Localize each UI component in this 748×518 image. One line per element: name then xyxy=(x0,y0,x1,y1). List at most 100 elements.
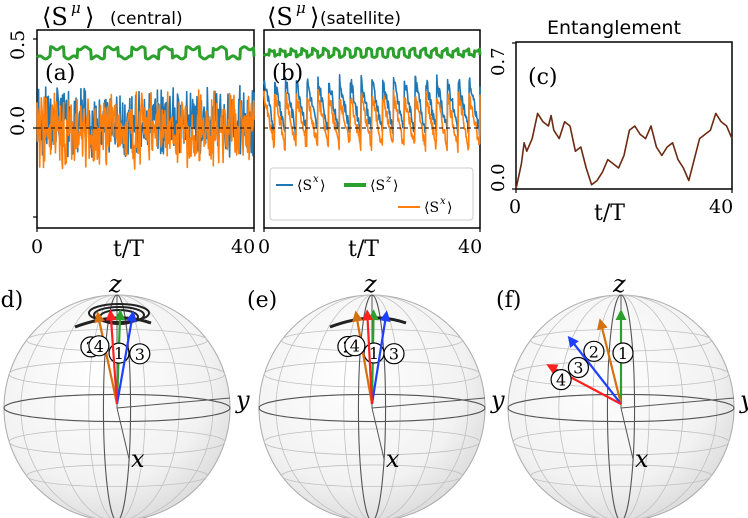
vector-3 xyxy=(567,335,622,405)
axis-label-y: y xyxy=(490,386,505,414)
x-axis xyxy=(371,407,385,459)
axis-label-x: x xyxy=(386,445,400,473)
series-line-Sz xyxy=(36,45,256,61)
panel-c-xlabel: t/T xyxy=(594,201,625,226)
series-line-Sz xyxy=(262,46,482,59)
panel-c-label: (c) xyxy=(528,65,558,90)
axis-label-y: y xyxy=(739,386,748,414)
latitude-line xyxy=(512,428,730,456)
vector-marker-2 xyxy=(583,340,605,362)
panel-b-xticks xyxy=(263,228,481,232)
vector-2 xyxy=(596,318,623,405)
panel-b-title-close: ⟩ xyxy=(310,3,319,31)
x-axis xyxy=(620,407,634,459)
legend-box xyxy=(269,167,474,221)
y-axis xyxy=(371,397,486,409)
vector-number-3: 3 xyxy=(389,345,399,364)
panel-c-ticks xyxy=(512,42,733,193)
vector-marker-4 xyxy=(88,335,110,357)
panel-b-xtick-40: 40 xyxy=(458,236,482,258)
series-line-Sx_orange xyxy=(263,88,481,153)
panel-b-xlabel: t/T xyxy=(348,237,379,262)
axis-label-x: x xyxy=(635,445,649,473)
vector-marker-3 xyxy=(383,343,405,365)
latitude-line xyxy=(530,464,712,488)
vector-marker-4 xyxy=(550,369,572,391)
panel-a-title-close: ⟩ xyxy=(85,3,94,31)
panel-a-xtick-40: 40 xyxy=(231,236,255,258)
panel-b-legend: ⟨S x ⟩ ⟨S z ⟩ ⟨S x ⟩ xyxy=(269,167,474,221)
panel-c-ytick-high: 0.7 xyxy=(488,47,509,76)
panel-b-title-paren: (satellite) xyxy=(320,9,401,29)
vector-3 xyxy=(115,310,137,405)
series-line-Sx_blue xyxy=(263,74,481,138)
panel-b: ⟨S μ ⟩ (satellite) (b) ⟨S x ⟩ ⟨S z ⟩ ⟨S … xyxy=(258,0,482,262)
sphere-panel-label: (d) xyxy=(0,288,23,313)
vector-number-1: 1 xyxy=(114,344,124,363)
vector-number-3: 3 xyxy=(135,345,145,364)
vector-number-4: 4 xyxy=(94,337,104,356)
panel-b-title-sup: μ xyxy=(296,0,306,17)
latitude-line xyxy=(8,428,226,456)
axis-label-y: y xyxy=(235,386,250,414)
panel-b-label: (b) xyxy=(272,61,303,86)
vector-number-1: 1 xyxy=(369,344,379,363)
vector-4 xyxy=(105,309,119,405)
vector-4 xyxy=(362,309,374,405)
series-line-entanglement xyxy=(515,112,733,190)
panel-b-title-main: ⟨S xyxy=(267,3,293,31)
legend-label-1-sup: x xyxy=(313,174,319,185)
x-axis xyxy=(116,407,130,459)
panel-c-ytick-low: 0.0 xyxy=(488,163,509,192)
latitude-line xyxy=(281,464,463,488)
legend-label-2-main: ⟨S xyxy=(370,178,385,194)
axis-label-z: z xyxy=(363,270,377,298)
legend-label-3-sup: x xyxy=(440,196,446,207)
vector-number-1: 1 xyxy=(618,344,628,363)
panel-c-series xyxy=(515,112,733,190)
panel-c-title: Entanglement xyxy=(547,17,681,39)
panel-b-xtick-0: 0 xyxy=(258,236,270,258)
vector-number-3: 3 xyxy=(573,359,583,378)
legend-label-2-sup: z xyxy=(385,174,392,185)
axis-label-z: z xyxy=(612,270,626,298)
vector-marker-3 xyxy=(567,356,590,379)
vector-marker-3 xyxy=(129,343,151,365)
legend-label-1-close: ⟩ xyxy=(320,178,325,194)
panel-a-ytick-labels: 0.0 0.5 xyxy=(7,30,29,136)
panel-c-frame xyxy=(515,41,733,190)
panel-c-xtick-40: 40 xyxy=(709,196,733,218)
panel-a: ⟨S μ ⟩ (central) (a) 0.0 0.5 0 40 t/T xyxy=(7,0,256,262)
vector-2 xyxy=(352,310,374,405)
panel-a-ytick-half: 0.5 xyxy=(7,30,29,60)
panel-a-xlabel: t/T xyxy=(113,237,144,262)
legend-label-3-main: ⟨S xyxy=(424,200,439,216)
vector-number-2: 2 xyxy=(589,342,599,361)
panel-a-title-paren: (central) xyxy=(110,9,183,29)
legend-label-3-close: ⟩ xyxy=(447,200,452,216)
panel-a-title-sup: μ xyxy=(71,0,81,17)
panel-a-xtick-0: 0 xyxy=(31,236,43,258)
latitude-line xyxy=(263,428,481,456)
panel-a-ytick-zero: 0.0 xyxy=(7,106,29,136)
legend-label-1-main: ⟨S xyxy=(297,178,312,194)
panel-a-label: (a) xyxy=(45,61,75,86)
vector-marker-4 xyxy=(344,335,366,357)
legend-label-2-close: ⟩ xyxy=(393,178,398,194)
y-axis xyxy=(116,397,231,409)
vector-3 xyxy=(370,310,391,405)
vector-marker-1 xyxy=(612,342,634,364)
axis-label-x: x xyxy=(131,445,145,473)
latitude-line xyxy=(26,464,208,488)
y-axis xyxy=(620,397,735,409)
vector-number-4: 4 xyxy=(556,371,566,390)
vector-number-4: 4 xyxy=(350,337,360,356)
panel-b-series xyxy=(262,46,482,153)
panel-a-yticks xyxy=(33,38,255,232)
panel-c-xtick-0: 0 xyxy=(509,196,521,218)
vector-2 xyxy=(94,311,119,405)
